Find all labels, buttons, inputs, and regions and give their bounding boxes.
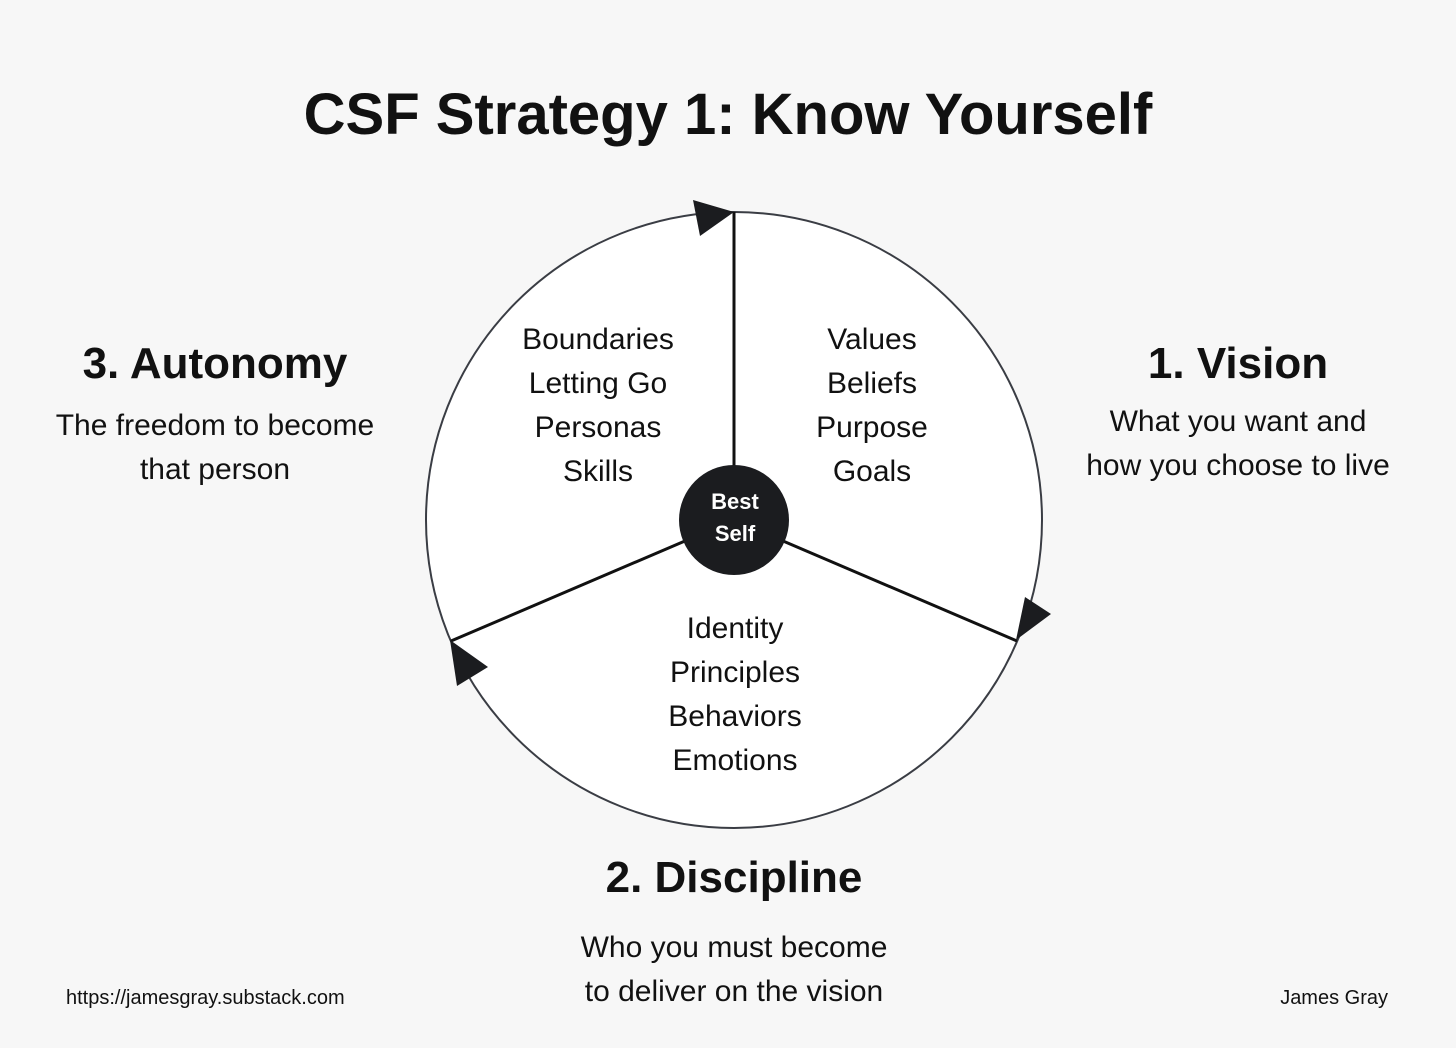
description-line: What you want and (1109, 405, 1367, 438)
description-line: that person (139, 453, 291, 486)
segment-item: Goals (832, 455, 912, 488)
best-self-hub (679, 465, 789, 575)
hub-line-2: Self (714, 521, 756, 546)
segment-item: Boundaries (522, 323, 674, 356)
arrowhead-right-icon (1016, 597, 1051, 640)
pillar-heading: 2. Discipline (605, 853, 863, 902)
segment-vision: Values Beliefs Purpose Goals (772, 318, 972, 494)
segment-item: Emotions (672, 744, 798, 777)
description-line: to deliver on the vision (584, 975, 884, 1008)
segment-item: Values (827, 323, 917, 356)
arrowhead-top-icon (693, 200, 734, 236)
pillar-heading: 1. Vision (1147, 339, 1329, 388)
description-line: The freedom to become (55, 409, 375, 442)
footer-author: James Gray (1280, 987, 1388, 1009)
arrowhead-left-icon (450, 640, 488, 686)
description-line: how you choose to live (1086, 449, 1390, 482)
segment-item: Beliefs (826, 367, 918, 400)
segment-item: Purpose (816, 411, 928, 444)
pillar-discipline: 2. Discipline Who you must become to del… (534, 850, 934, 1014)
segment-item: Identity (686, 612, 784, 645)
hub-line-1: Best (711, 489, 759, 514)
segment-item: Letting Go (528, 367, 668, 400)
segment-item: Skills (562, 455, 633, 488)
pillar-vision: 1. Vision What you want and how you choo… (1060, 336, 1416, 488)
segment-item: Behaviors (668, 700, 802, 733)
pillar-description: Who you must become to deliver on the vi… (534, 926, 934, 1014)
segment-discipline: Identity Principles Behaviors Emotions (625, 607, 845, 783)
segment-item: Personas (534, 411, 662, 444)
segment-item: Principles (669, 656, 801, 689)
pillar-description: The freedom to become that person (20, 404, 410, 492)
best-self-label: Best Self (680, 486, 790, 550)
pillar-heading: 3. Autonomy (82, 339, 348, 388)
segment-autonomy: Boundaries Letting Go Personas Skills (488, 318, 708, 494)
pillar-autonomy: 3. Autonomy The freedom to become that p… (20, 336, 410, 492)
pillar-description: What you want and how you choose to live (1060, 400, 1416, 488)
page-title: CSF Strategy 1: Know Yourself (303, 82, 1153, 147)
description-line: Who you must become (580, 931, 888, 964)
footer-url: https://jamesgray.substack.com (66, 987, 345, 1009)
